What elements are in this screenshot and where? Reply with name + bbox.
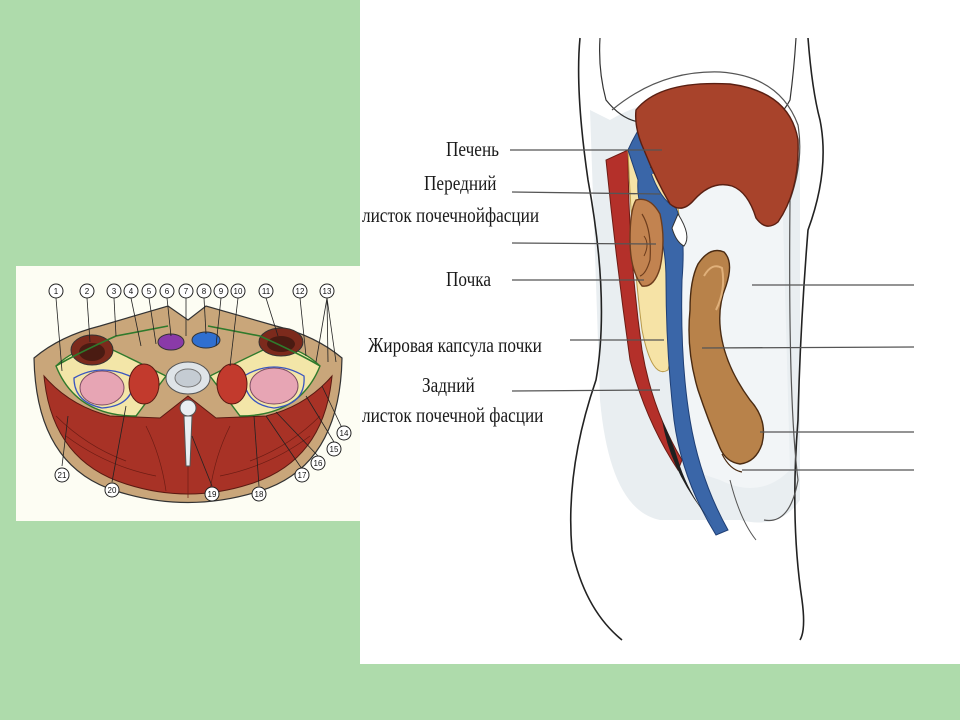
left-psoas (128, 363, 160, 405)
callout-8: 8 (196, 283, 212, 299)
label-posterior-fascia-line1: Задний (422, 373, 475, 397)
right-kidney (249, 367, 299, 405)
label-anterior-fascia-line1: Передний (424, 171, 497, 195)
svg-text:2: 2 (85, 287, 90, 296)
svg-text:20: 20 (108, 486, 117, 495)
spinal-canal (179, 399, 197, 417)
callout-1: 1 (48, 283, 64, 299)
svg-text:5: 5 (147, 287, 152, 296)
label-posterior-fascia-line2: листок почечной фасции (362, 403, 544, 427)
callout-15: 15 (326, 441, 342, 457)
sagittal-section-panel: Печень Передний листок почечнойфасции По… (360, 0, 960, 664)
label-kidney: Почка (446, 267, 492, 291)
label-liver: Печень (446, 137, 500, 161)
callout-20: 20 (104, 482, 120, 498)
svg-text:6: 6 (165, 287, 170, 296)
callout-17: 17 (294, 467, 310, 483)
svg-text:8: 8 (202, 287, 207, 296)
svg-text:12: 12 (296, 287, 305, 296)
vena-cava (157, 333, 185, 351)
svg-text:15: 15 (330, 445, 339, 454)
colon (688, 249, 765, 465)
svg-text:14: 14 (340, 429, 349, 438)
callout-4: 4 (123, 283, 139, 299)
callout-18: 18 (251, 486, 267, 502)
svg-text:13: 13 (323, 287, 332, 296)
callout-6: 6 (159, 283, 175, 299)
svg-text:18: 18 (255, 490, 264, 499)
body-contour-front (794, 37, 824, 641)
sagittal-diagram (510, 37, 915, 641)
svg-text:16: 16 (314, 459, 323, 468)
svg-text:1: 1 (54, 287, 59, 296)
callout-2: 2 (79, 283, 95, 299)
svg-text:3: 3 (112, 287, 117, 296)
callout-12: 12 (292, 283, 308, 299)
right-psoas (216, 363, 248, 405)
label-fat-capsule: Жировая капсула почки (368, 333, 542, 357)
svg-text:4: 4 (129, 287, 134, 296)
callout-21: 21 (54, 467, 70, 483)
cross-section-panel: 1 2 3 4 5 6 7 8 9 10 11 12 13 21 20 19 1… (16, 266, 360, 521)
callout-5: 5 (141, 283, 157, 299)
svg-text:9: 9 (219, 287, 224, 296)
svg-text:10: 10 (234, 287, 243, 296)
svg-text:21: 21 (58, 471, 67, 480)
callout-9: 9 (213, 283, 229, 299)
callout-16: 16 (310, 455, 326, 471)
callout-14: 14 (336, 425, 352, 441)
callout-11: 11 (258, 283, 274, 299)
svg-text:19: 19 (208, 490, 217, 499)
svg-text:7: 7 (184, 287, 189, 296)
liver (634, 82, 799, 227)
callout-10: 10 (230, 283, 246, 299)
body-contour-back (569, 37, 623, 641)
callout-3: 3 (106, 283, 122, 299)
label-anterior-fascia-line2: листок почечнойфасции (362, 203, 540, 227)
callout-7: 7 (178, 283, 194, 299)
cross-section-diagram: 1 2 3 4 5 6 7 8 9 10 11 12 13 21 20 19 1… (33, 283, 352, 504)
callout-13: 13 (319, 283, 335, 299)
spinous-process (183, 415, 193, 467)
left-kidney (79, 370, 125, 406)
svg-text:11: 11 (262, 287, 271, 296)
svg-text:17: 17 (298, 471, 307, 480)
callout-19: 19 (204, 486, 220, 502)
